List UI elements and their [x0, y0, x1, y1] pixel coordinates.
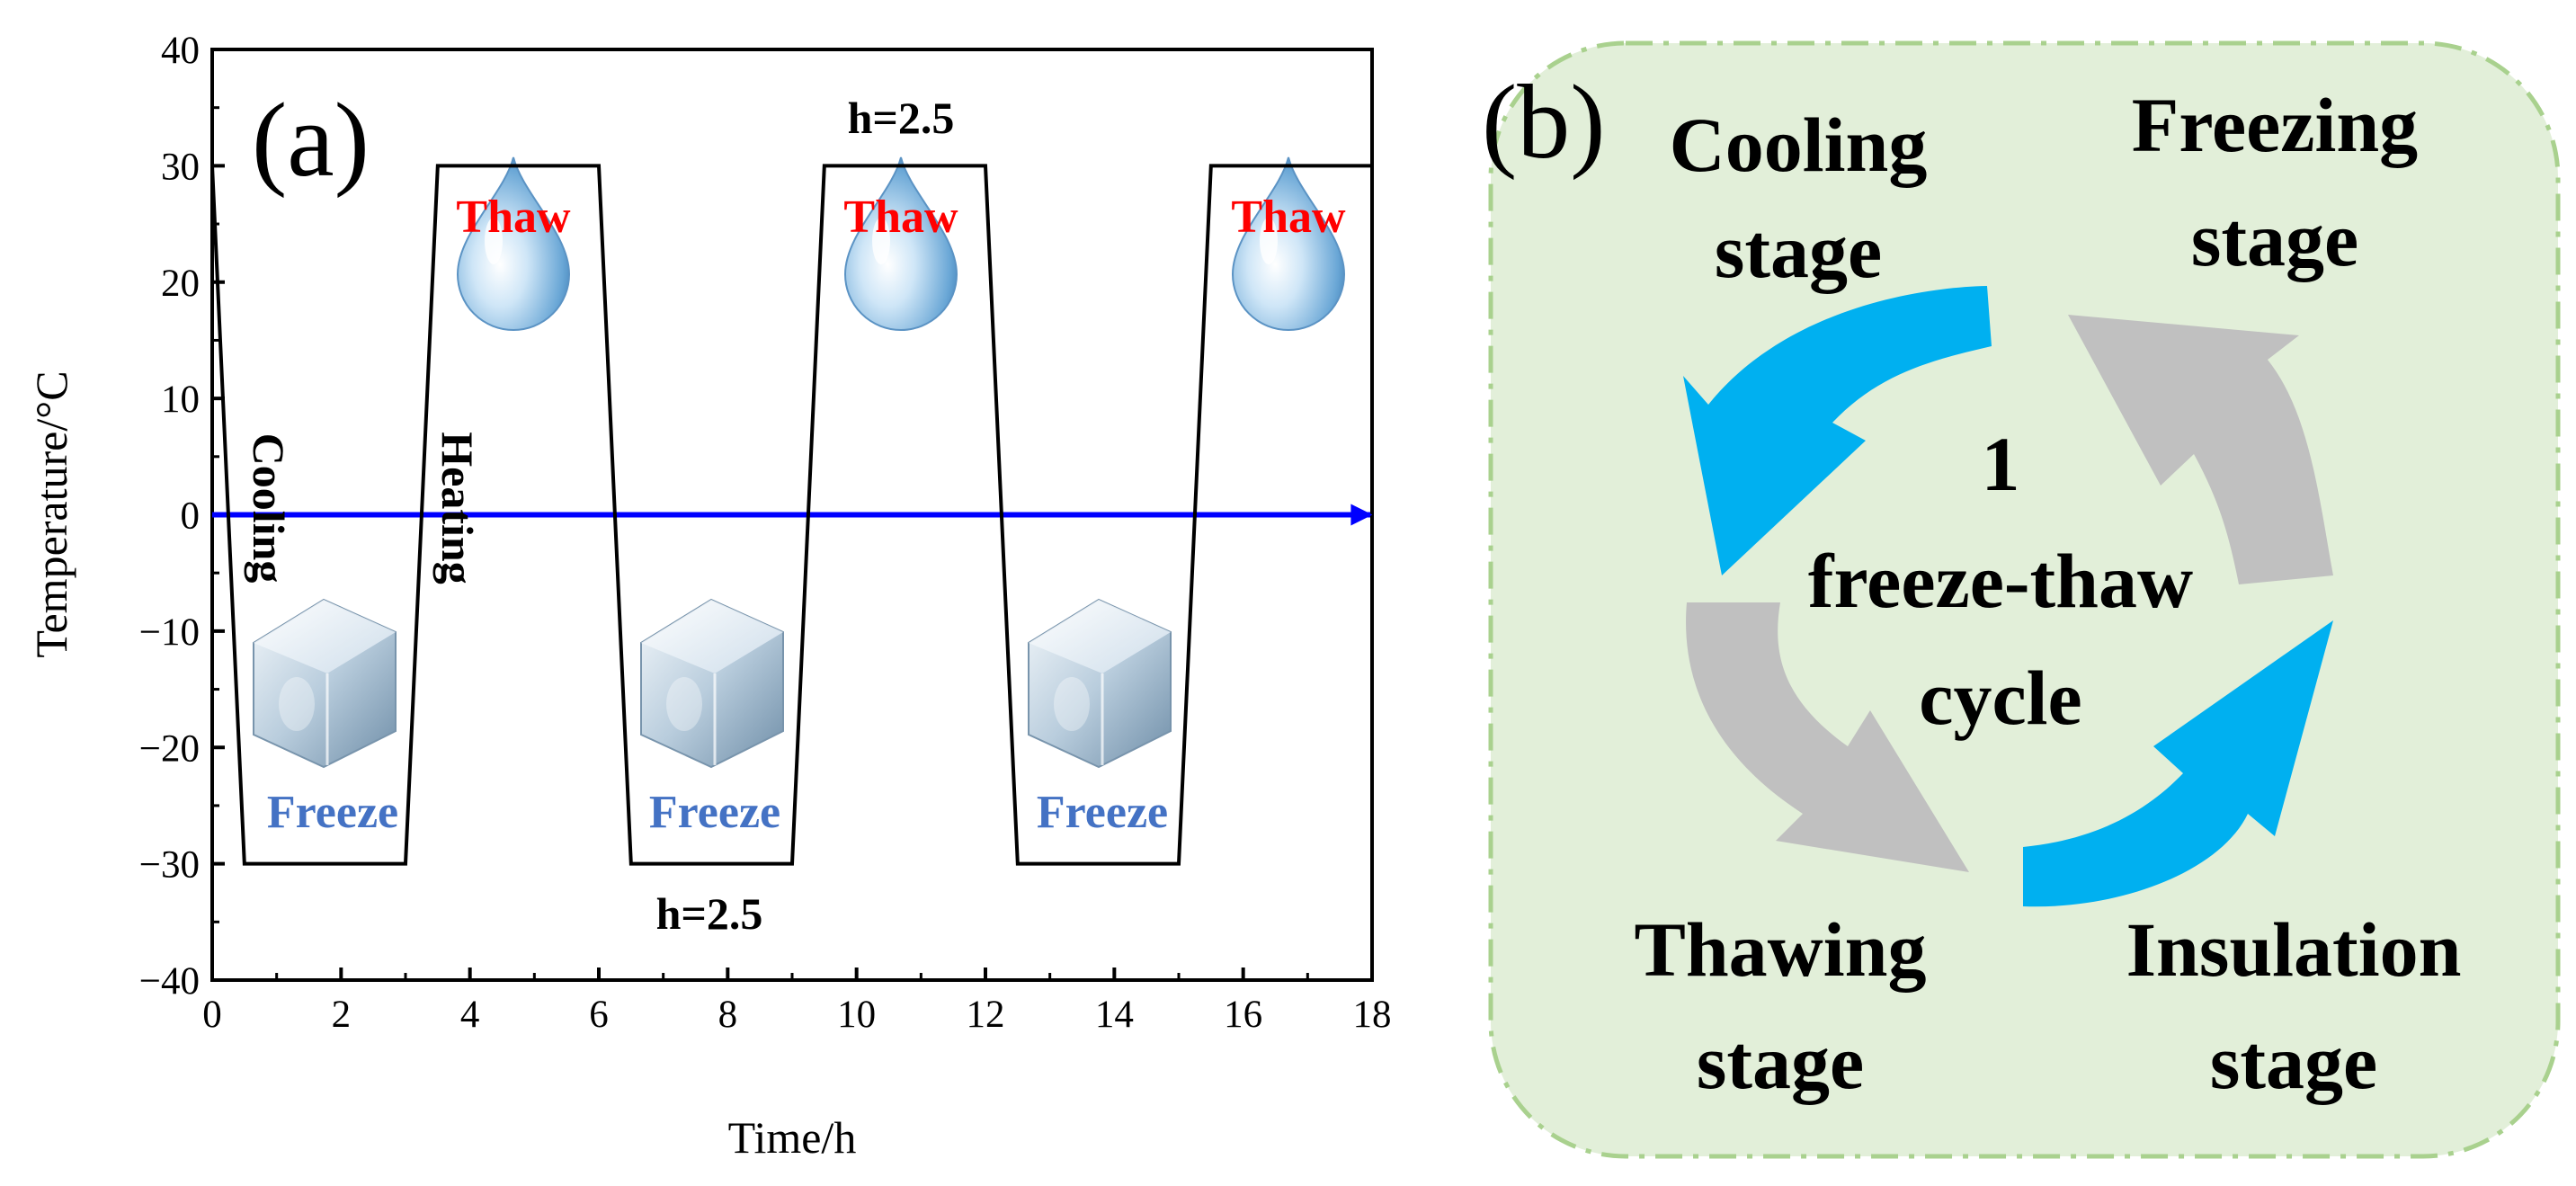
- cooling-label: Cooling: [244, 433, 294, 584]
- cooling-stage-label: stage: [1715, 208, 1882, 294]
- h-label-bottom: h=2.5: [656, 888, 763, 939]
- insulation-stage-label: Insulation: [2126, 906, 2462, 993]
- cooling-stage-label: Cooling: [1670, 102, 1928, 188]
- water-drop-icon: [843, 156, 958, 331]
- ice-cube-icon: [253, 598, 397, 769]
- y-tick-label: −10: [139, 611, 200, 654]
- insulation-stage-label: stage: [2210, 1019, 2377, 1105]
- y-tick-label: −20: [139, 727, 200, 770]
- water-drop-icon: [1231, 156, 1346, 331]
- panel-b-label: (b): [1482, 63, 1606, 181]
- y-tick-label: 10: [161, 379, 200, 421]
- y-tick-label: −30: [139, 844, 200, 887]
- thawing-stage-label: stage: [1697, 1019, 1864, 1105]
- ice-cube-icon: [1028, 598, 1172, 769]
- x-tick-label: 14: [1095, 994, 1134, 1036]
- x-axis-title: Time/h: [728, 1112, 857, 1163]
- cycle-center-label: cycle: [1919, 655, 2081, 741]
- x-tick-label: 8: [718, 994, 738, 1036]
- freeze-label: Freeze: [267, 787, 398, 838]
- cycle-diagram: Cooling stage Freezing stage Thawing sta…: [1482, 40, 2561, 1159]
- freezing-stage-label: stage: [2191, 196, 2358, 282]
- heating-label: Heating: [432, 432, 483, 584]
- freeze-label: Freeze: [649, 787, 780, 838]
- thaw-label: Thaw: [843, 192, 958, 243]
- x-tick-label: 4: [460, 994, 480, 1036]
- x-tick-label: 10: [837, 994, 876, 1036]
- x-tick-label: 6: [589, 994, 609, 1036]
- y-axis-title: Temperature/°C: [26, 370, 76, 657]
- x-tick-label: 12: [967, 994, 1005, 1036]
- x-tick-label: 16: [1224, 994, 1262, 1036]
- cooling-stage-arrow: [1683, 286, 1992, 575]
- freezing-stage-arrow: [2068, 315, 2333, 584]
- water-drop-icon: [456, 156, 571, 331]
- y-tick-label: 40: [161, 30, 200, 72]
- y-tick-label: 0: [181, 495, 201, 538]
- insulation-stage-arrow: [2023, 620, 2333, 907]
- temperature-series-line: [210, 164, 1372, 866]
- x-tick-label: 2: [332, 994, 352, 1036]
- temperature-chart: 0 2 4 6 8 10 12 14 16 18 40 30 20 10 0 −10 −20 −30 −40: [26, 30, 1392, 1163]
- y-tick-label: −40: [139, 960, 200, 1003]
- freeze-label: Freeze: [1037, 787, 1168, 838]
- cycle-panel-background: [1488, 40, 2561, 1159]
- cycle-center-label: freeze-thaw: [1808, 538, 2193, 624]
- y-tick-label: 30: [161, 146, 200, 188]
- ice-cube-icon: [640, 598, 784, 769]
- thaw-label: Thaw: [1231, 192, 1346, 243]
- x-tick-label: 0: [202, 994, 222, 1036]
- thawing-stage-label: Thawing: [1634, 906, 1926, 993]
- h-label-top: h=2.5: [848, 93, 955, 143]
- y-tick-label: 20: [161, 263, 200, 305]
- x-axis-ticks: 0 2 4 6 8 10 12 14 16 18: [202, 968, 1392, 1036]
- thaw-label: Thaw: [456, 192, 571, 243]
- panel-a-label: (a): [252, 81, 370, 199]
- x-tick-label: 18: [1353, 994, 1392, 1036]
- cycle-center-label: 1: [1982, 421, 2020, 507]
- y-axis-ticks: 40 30 20 10 0 −10 −20 −30 −40: [139, 30, 225, 1003]
- freezing-stage-label: Freezing: [2132, 82, 2418, 168]
- thawing-stage-arrow: [1686, 602, 1969, 872]
